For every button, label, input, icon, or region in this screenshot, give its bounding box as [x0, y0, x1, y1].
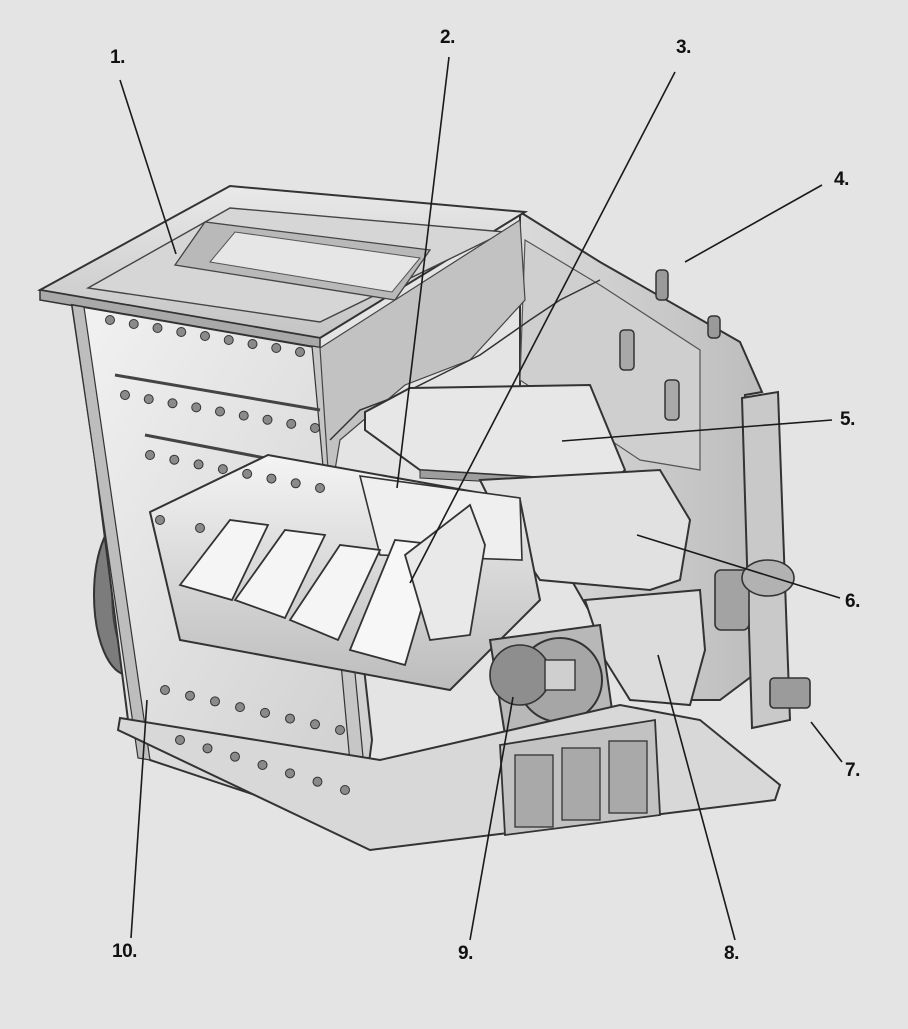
feed-hopper — [37, 184, 529, 349]
leader-line-10 — [130, 699, 148, 939]
callout-10: 10. — [112, 941, 137, 962]
rivet — [285, 768, 295, 779]
rivet — [230, 751, 240, 762]
rivet — [176, 327, 187, 337]
rivet — [312, 776, 323, 787]
leader-line-8 — [657, 654, 736, 941]
rivet — [315, 483, 325, 493]
leader-lines — [119, 56, 843, 941]
rivet — [195, 523, 205, 533]
callout-5: 5. — [840, 409, 855, 430]
leader-line-2 — [396, 56, 450, 489]
leader-line-5 — [561, 419, 833, 442]
callout-9: 9. — [458, 943, 473, 964]
callout-4: 4. — [834, 169, 849, 190]
rivet — [160, 685, 170, 695]
rivet — [262, 414, 273, 425]
rivet — [235, 702, 245, 713]
rivet — [217, 464, 228, 475]
rivet — [257, 760, 268, 770]
base-frame — [116, 703, 782, 852]
callout-6: 6. — [845, 591, 860, 612]
leader-line-4 — [684, 184, 823, 263]
callout-8: 8. — [724, 943, 739, 964]
rivet — [152, 323, 163, 333]
rivet — [242, 468, 253, 479]
rivet — [285, 713, 295, 724]
rivet — [175, 735, 185, 745]
tension-assembly — [714, 390, 811, 730]
rivet — [145, 450, 155, 460]
leader-line-9 — [469, 696, 514, 941]
rivet — [247, 339, 258, 349]
rivet — [191, 402, 202, 413]
rivet — [310, 423, 320, 433]
rivet — [169, 454, 180, 465]
rivet — [143, 394, 154, 405]
callout-7: 7. — [845, 760, 860, 781]
rivet — [200, 331, 210, 341]
rivet — [167, 398, 178, 409]
leader-line-3 — [409, 71, 676, 584]
rivet — [340, 785, 350, 795]
rivet — [286, 418, 297, 429]
rivet — [295, 347, 305, 357]
adjustment-rods — [619, 269, 721, 421]
rivet — [120, 390, 130, 400]
rivet — [105, 315, 115, 325]
leader-line-7 — [810, 721, 843, 763]
rivet — [335, 725, 345, 735]
rivet — [290, 478, 301, 489]
rivet — [260, 707, 270, 718]
rivet — [223, 335, 234, 345]
rotor-bearing — [488, 623, 614, 737]
rivet — [193, 459, 204, 470]
rivet — [238, 410, 249, 421]
rivet — [271, 343, 282, 353]
rivet — [155, 515, 165, 525]
leader-line-1 — [119, 79, 177, 255]
callout-3: 3. — [676, 37, 691, 58]
rivet — [215, 406, 225, 417]
rivet — [310, 719, 320, 730]
rivet-pattern — [105, 315, 350, 795]
callout-1: 1. — [110, 47, 125, 68]
rivet — [128, 319, 139, 329]
callout-2: 2. — [440, 27, 455, 48]
rivet — [266, 473, 277, 484]
rotor — [148, 453, 542, 692]
rivet — [202, 743, 213, 754]
rivet — [185, 690, 195, 701]
leader-line-6 — [636, 534, 841, 599]
rivet — [210, 696, 220, 707]
